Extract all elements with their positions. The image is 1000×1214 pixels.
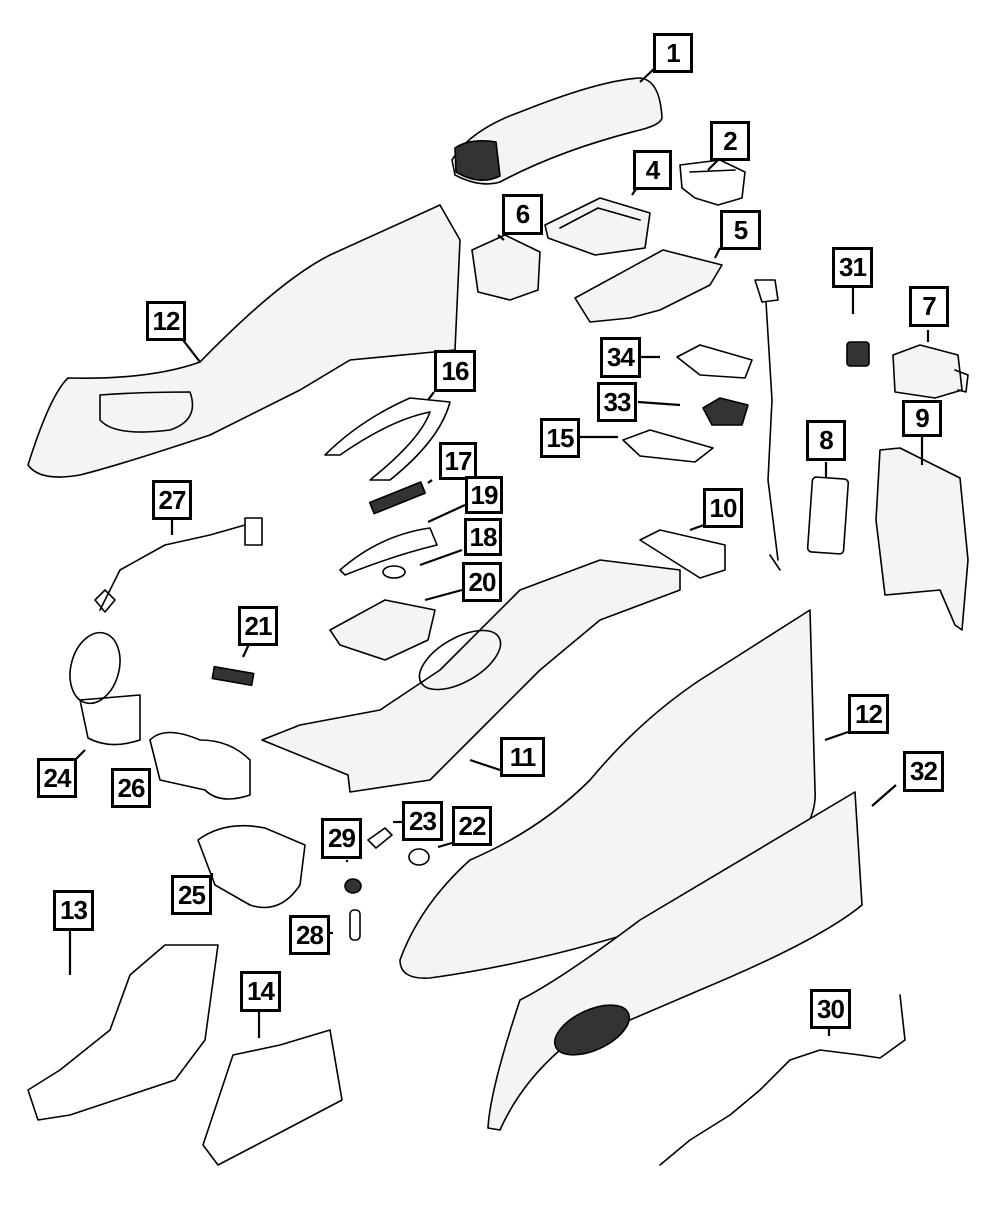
callout-20[interactable]: 20 xyxy=(462,562,502,602)
callout-21[interactable]: 21 xyxy=(238,606,278,646)
rear-access-panel-part xyxy=(806,476,850,555)
callout-23[interactable]: 23 xyxy=(402,801,443,841)
callout-16[interactable]: 16 xyxy=(434,350,476,392)
bin-liner-part xyxy=(702,397,749,426)
callout-5[interactable]: 5 xyxy=(720,210,761,250)
callout-24[interactable]: 24 xyxy=(37,758,77,798)
callout-2[interactable]: 2 xyxy=(710,121,750,161)
console-insert-part xyxy=(639,529,726,579)
callout-15[interactable]: 15 xyxy=(540,418,580,458)
callout-22[interactable]: 22 xyxy=(452,806,492,846)
ash-receiver-part xyxy=(69,631,121,705)
callout-19[interactable]: 19 xyxy=(465,476,503,514)
mat-upper-part xyxy=(676,344,753,379)
callout-17[interactable]: 17 xyxy=(439,442,477,480)
callout-12-right[interactable]: 12 xyxy=(848,694,889,734)
callout-9[interactable]: 9 xyxy=(902,400,942,437)
left-closeout-part xyxy=(27,944,219,1121)
callout-12-left[interactable]: 12 xyxy=(146,301,186,341)
cup-holder-housing-part xyxy=(197,824,306,909)
callout-27[interactable]: 27 xyxy=(152,480,192,520)
switch-bracket-part xyxy=(329,599,436,661)
callout-30[interactable]: 30 xyxy=(810,989,851,1029)
callout-29[interactable]: 29 xyxy=(321,818,362,859)
button-part xyxy=(382,565,406,579)
side-panel-left-part xyxy=(27,204,461,478)
armrest-lid-part xyxy=(451,77,663,185)
trim-plate-part xyxy=(339,527,438,576)
storage-bin-part xyxy=(574,249,723,323)
callout-28[interactable]: 28 xyxy=(289,915,330,955)
module-part xyxy=(892,344,969,399)
lighter-element-part xyxy=(349,909,361,941)
shifter-bezel-part xyxy=(324,397,451,481)
callout-1[interactable]: 1 xyxy=(653,33,693,73)
switch-part xyxy=(368,481,427,515)
upper-storage-tray-part xyxy=(544,197,651,256)
usb-port-part xyxy=(211,665,255,687)
pin-part xyxy=(367,827,393,849)
callout-31[interactable]: 31 xyxy=(832,247,873,288)
callout-34[interactable]: 34 xyxy=(600,337,641,378)
callout-18[interactable]: 18 xyxy=(464,518,502,556)
callout-26[interactable]: 26 xyxy=(111,768,151,808)
switch-rear-part xyxy=(846,341,870,367)
callout-8[interactable]: 8 xyxy=(806,420,846,461)
mat-part xyxy=(622,429,714,463)
cup-holder-insert-part xyxy=(149,731,251,800)
right-closeout-part xyxy=(202,1029,343,1166)
callout-7[interactable]: 7 xyxy=(909,286,949,327)
callout-10[interactable]: 10 xyxy=(703,488,743,528)
callout-6[interactable]: 6 xyxy=(502,194,543,235)
callout-4[interactable]: 4 xyxy=(633,150,672,190)
callout-32[interactable]: 32 xyxy=(903,751,944,792)
callout-33[interactable]: 33 xyxy=(597,382,637,422)
cable-part xyxy=(754,279,781,571)
callout-11[interactable]: 11 xyxy=(500,737,545,777)
console-base-part xyxy=(261,559,681,793)
lid-hinge-part xyxy=(679,159,746,206)
callout-25[interactable]: 25 xyxy=(171,875,212,915)
wiring-harness-rear-part xyxy=(659,994,906,1166)
callout-13[interactable]: 13 xyxy=(53,890,94,931)
power-outlet-part xyxy=(344,878,362,894)
latch-housing-part xyxy=(471,234,541,301)
callout-14[interactable]: 14 xyxy=(240,971,281,1012)
wiring-harness-front-part xyxy=(94,517,263,613)
rear-bezel-part xyxy=(875,447,969,631)
grommet-part xyxy=(408,848,430,866)
